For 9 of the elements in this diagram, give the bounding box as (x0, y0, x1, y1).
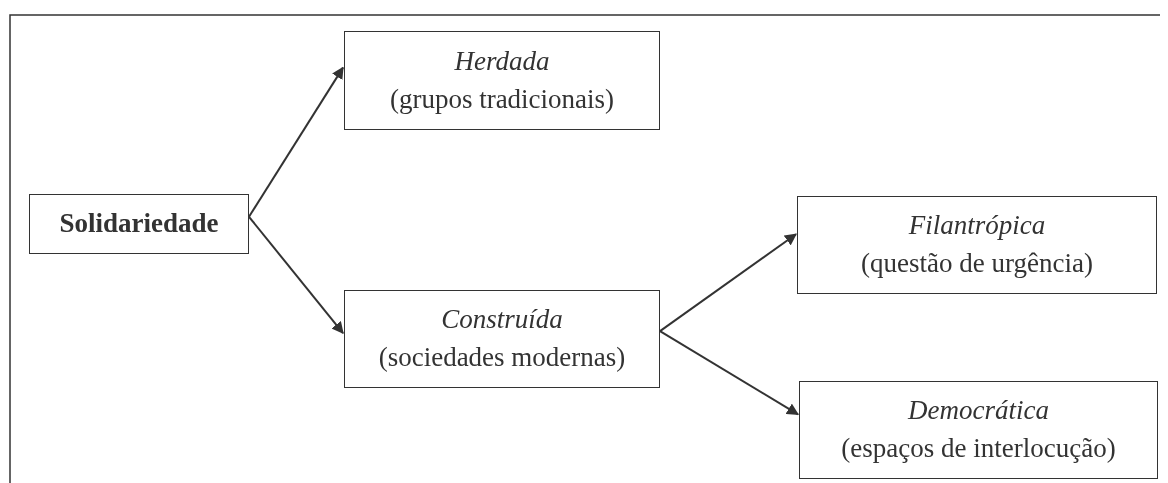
text-box: Construída (sociedades modernas) (344, 290, 660, 388)
text-box: Solidariedade (29, 194, 249, 254)
text-box: Herdada (grupos tradicionais) (344, 31, 660, 130)
text-box: Democrática (espaços de interlocução) (799, 381, 1158, 479)
arrow (659, 233, 797, 333)
arrow (248, 215, 344, 335)
text-box: Filantrópica (questão de urgência) (797, 196, 1157, 294)
arrow (248, 66, 344, 218)
arrow (659, 330, 800, 416)
